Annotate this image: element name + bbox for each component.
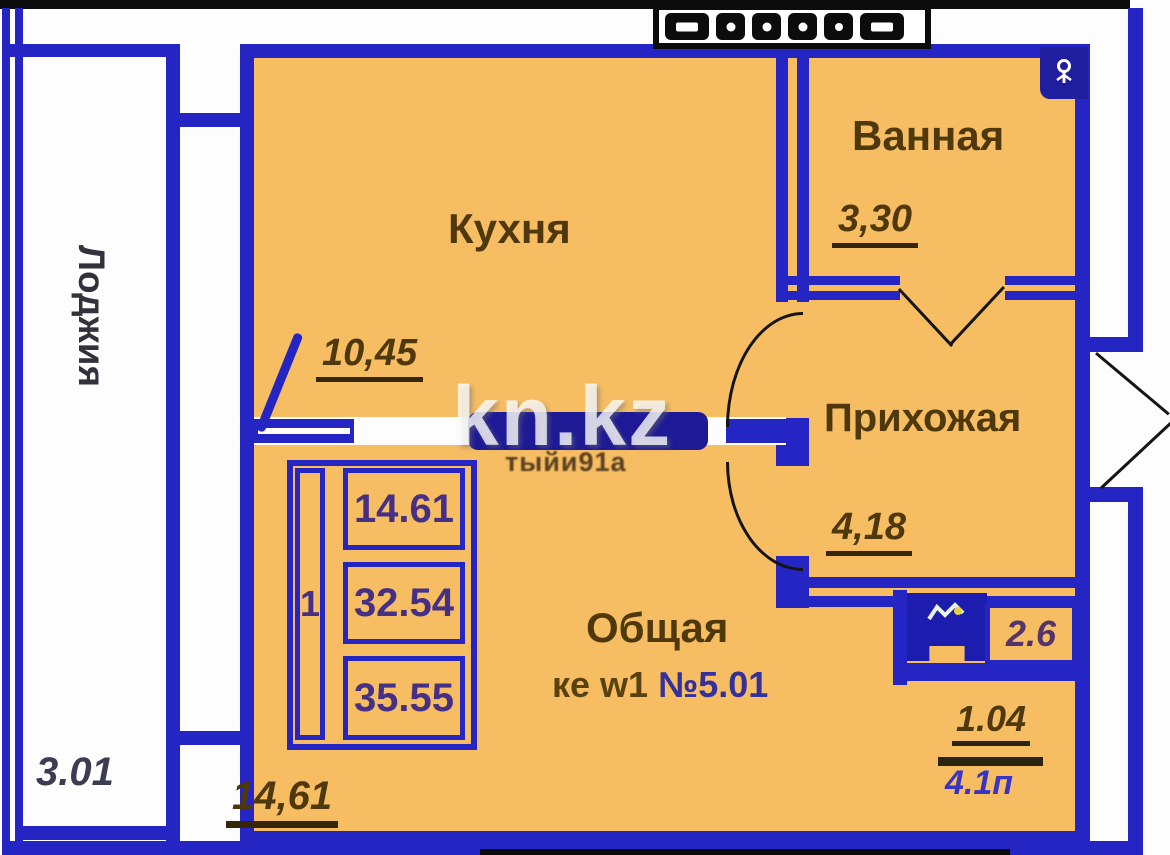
entry-connector-top <box>1075 337 1143 352</box>
wc-area-cell: 2.6 <box>985 603 1077 665</box>
bath-corner-unit <box>1040 47 1088 99</box>
left-outer-wall-line2 <box>15 8 23 855</box>
loggia-top-wall <box>2 44 180 57</box>
area-table-value-box: 14.61 <box>343 468 465 550</box>
table-value-total: 35.55 <box>353 675 455 720</box>
table-row-label: 1 <box>299 583 321 624</box>
area-table-value-box: 35.55 <box>343 656 465 740</box>
wc-bottom-wall <box>893 663 1090 681</box>
vent-cell-icon <box>788 13 817 40</box>
mid-wall-left-stripe <box>258 428 350 434</box>
shaft-connector-top <box>180 113 244 127</box>
living-label: Общая <box>586 604 729 651</box>
shaft-connector-bottom <box>170 731 244 745</box>
vent-cell-icon <box>716 13 745 40</box>
vent-icon <box>1053 58 1075 88</box>
hallway-area: 4,18 <box>826 506 912 556</box>
site-watermark: kn.kz <box>452 369 673 463</box>
partition-line1 <box>776 58 788 302</box>
area-table-row-cell: 1 <box>295 468 325 740</box>
bath-bottom-wall-a2 <box>1005 276 1090 285</box>
vent-cell-icon <box>824 13 853 40</box>
kitchen-label: Кухня <box>448 205 571 252</box>
vent-block <box>653 4 931 49</box>
bathroom-label: Ванная <box>852 112 1005 159</box>
loggia-area: 3.01 <box>36 750 114 794</box>
kitchen-left-wall <box>240 44 254 855</box>
living-area-bottom: 14,61 <box>226 774 339 828</box>
right-outer-wall-top <box>1128 8 1143 352</box>
loggia-right-wall <box>166 44 180 855</box>
aux-area-top: 1.04 <box>952 698 1031 746</box>
bathroom-area: 3,30 <box>832 198 918 248</box>
right-inner-wall <box>1075 58 1090 848</box>
bath-bottom-wall-b2 <box>1005 291 1090 300</box>
top-outline <box>0 0 1130 9</box>
washbasin-icon <box>925 601 969 627</box>
hall-bottom-wall-line1 <box>786 577 1090 588</box>
aux-area-bottom: 4.1п <box>945 764 1014 802</box>
aux-underline-bar <box>938 757 1043 766</box>
hallway-label: Прихожая <box>824 396 1022 440</box>
entry-door-line-top <box>1095 352 1170 416</box>
bath-bottom-wall-a1 <box>776 276 900 285</box>
table-value-living: 14.61 <box>353 486 455 531</box>
partition-line2 <box>797 58 809 302</box>
kitchen-area: 10,45 <box>316 332 424 382</box>
vent-cell-icon <box>752 13 781 40</box>
vent-cell-icon <box>860 13 904 40</box>
bottom-outline <box>480 849 1010 855</box>
table-value-usable: 32.54 <box>353 580 455 625</box>
living-subtitle-right: №5.01 <box>658 664 769 705</box>
living-subtitle: ке w1 №5.01 <box>552 664 768 706</box>
vent-cell-icon <box>665 13 709 40</box>
area-table: 1 14.61 32.54 35.55 <box>287 460 477 750</box>
loggia-label: Лоджия <box>71 245 112 388</box>
garbled-label: тыйи91а <box>505 447 627 477</box>
living-subtitle-left: ке w1 <box>552 664 649 705</box>
entry-door-line-bottom <box>1100 421 1170 490</box>
wc-area-value: 2.6 <box>1005 613 1057 654</box>
bath-bottom-wall-b1 <box>776 291 900 300</box>
loggia-bottom-wall <box>22 826 170 840</box>
area-table-value-box: 32.54 <box>343 562 465 644</box>
mid-wall-center <box>468 412 708 450</box>
left-outer-wall-line1 <box>2 8 10 855</box>
entry-connector-bottom <box>1075 487 1143 502</box>
wc-left-wall <box>893 590 907 685</box>
right-outer-wall-bottom <box>1128 487 1143 848</box>
